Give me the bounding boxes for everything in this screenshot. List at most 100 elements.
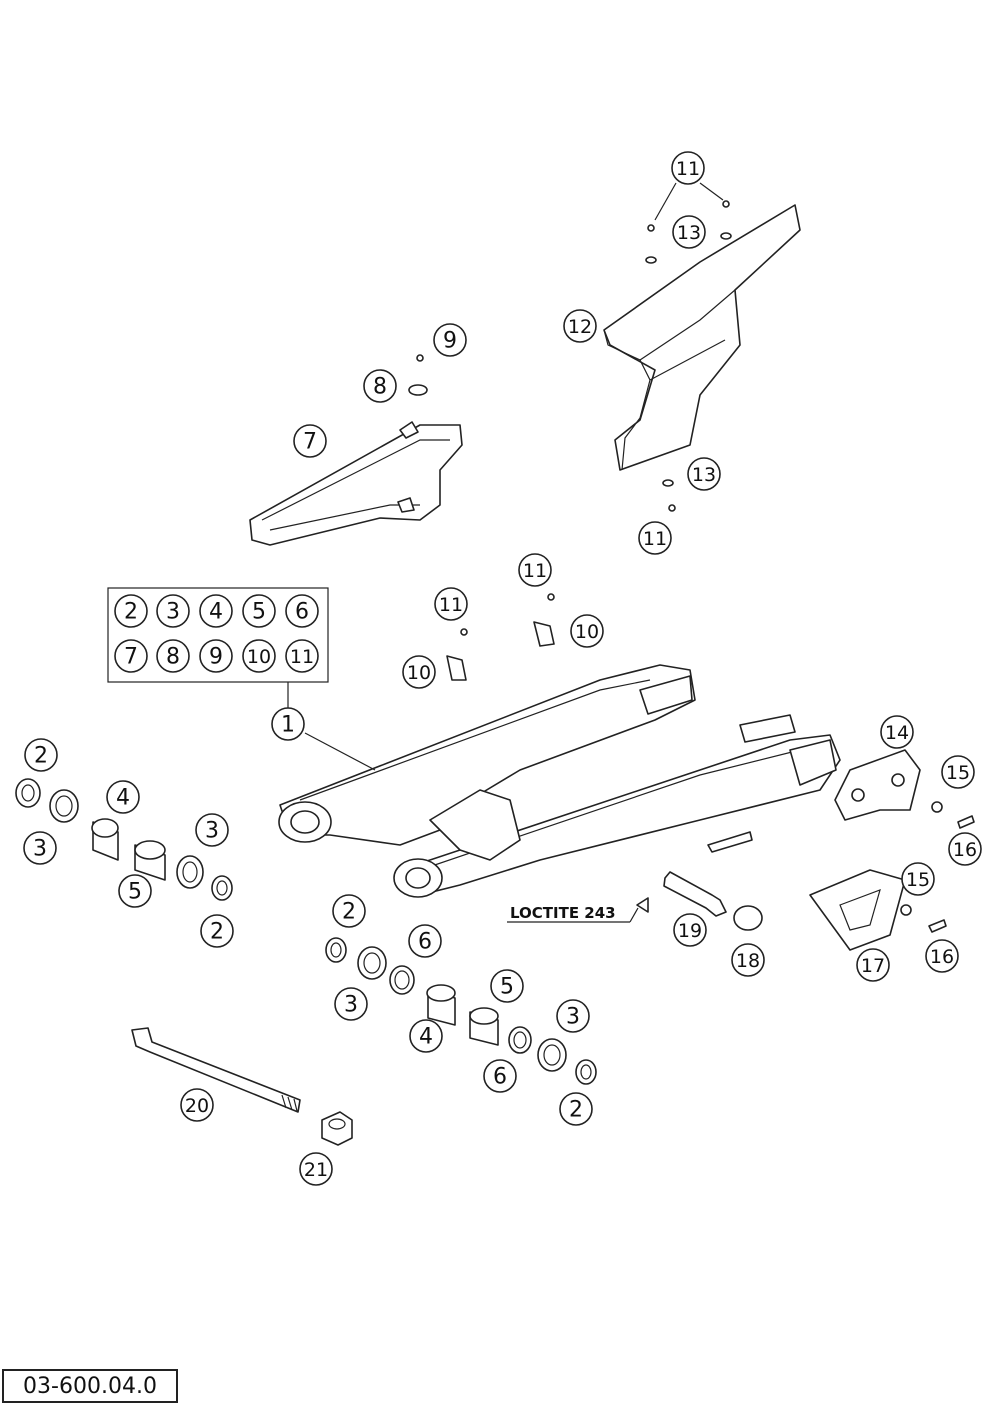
callout-2: 2 xyxy=(200,914,234,948)
kit-callout: 10 xyxy=(242,639,276,673)
svg-text:5: 5 xyxy=(500,975,514,1000)
callout-4: 4 xyxy=(409,1019,443,1053)
svg-text:3: 3 xyxy=(33,837,47,862)
svg-text:2: 2 xyxy=(34,744,48,769)
kit-callout: 6 xyxy=(285,594,319,628)
svg-text:11: 11 xyxy=(676,158,700,180)
svg-text:20: 20 xyxy=(185,1095,209,1117)
callout-6: 6 xyxy=(408,924,442,958)
part-callouts: 1 2 3 4 5 3 2 2 6 3 4 5 6 3 2 7 8 9 11 1… xyxy=(23,151,982,1186)
svg-text:2: 2 xyxy=(124,600,138,625)
svg-text:6: 6 xyxy=(295,600,309,625)
svg-text:18: 18 xyxy=(736,950,760,972)
pivot-shaft xyxy=(131,1027,353,1146)
kit-callout: 8 xyxy=(156,639,190,673)
svg-text:3: 3 xyxy=(566,1005,580,1030)
chain-slider xyxy=(249,421,463,546)
svg-text:1: 1 xyxy=(281,713,295,738)
callout-11: 11 xyxy=(638,521,672,555)
kit-callout: 3 xyxy=(156,594,190,628)
svg-text:6: 6 xyxy=(493,1065,507,1090)
svg-text:4: 4 xyxy=(116,786,130,811)
callout-4: 4 xyxy=(106,780,140,814)
svg-text:11: 11 xyxy=(523,560,547,582)
svg-text:5: 5 xyxy=(128,880,142,905)
callout-18: 18 xyxy=(731,943,765,977)
svg-text:7: 7 xyxy=(124,645,138,670)
kit-callout: 11 xyxy=(285,639,319,673)
svg-text:11: 11 xyxy=(643,528,667,550)
chain-guide xyxy=(809,749,921,951)
svg-text:15: 15 xyxy=(906,869,930,891)
svg-text:12: 12 xyxy=(568,316,592,338)
right-bearing-group xyxy=(325,937,597,1085)
svg-text:8: 8 xyxy=(166,645,180,670)
svg-text:15: 15 xyxy=(946,762,970,784)
callout-11: 11 xyxy=(518,553,552,587)
callout-14: 14 xyxy=(880,715,914,749)
leader-lines xyxy=(304,182,724,923)
svg-text:6: 6 xyxy=(418,930,432,955)
svg-text:7: 7 xyxy=(303,430,317,455)
svg-text:3: 3 xyxy=(166,600,180,625)
svg-text:16: 16 xyxy=(930,946,954,968)
svg-text:14: 14 xyxy=(885,722,909,744)
callout-1: 1 xyxy=(271,707,305,741)
svg-text:10: 10 xyxy=(407,662,431,684)
callout-17: 17 xyxy=(856,948,890,982)
kit-box xyxy=(107,587,329,708)
svg-text:11: 11 xyxy=(439,594,463,616)
svg-text:19: 19 xyxy=(678,920,702,942)
kit-callout: 7 xyxy=(114,639,148,673)
callout-10: 10 xyxy=(402,655,436,689)
svg-text:10: 10 xyxy=(247,646,271,668)
kit-callout: 4 xyxy=(199,594,233,628)
svg-text:9: 9 xyxy=(209,645,223,670)
callout-9: 9 xyxy=(433,323,467,357)
svg-text:5: 5 xyxy=(252,600,266,625)
callout-2: 2 xyxy=(559,1092,593,1126)
svg-text:3: 3 xyxy=(205,819,219,844)
callout-21: 21 xyxy=(299,1152,333,1186)
callout-16: 16 xyxy=(948,832,982,866)
svg-text:9: 9 xyxy=(443,329,457,354)
svg-text:17: 17 xyxy=(861,955,885,977)
svg-text:3: 3 xyxy=(344,993,358,1018)
svg-text:2: 2 xyxy=(210,920,224,945)
kit-callouts: 2 3 4 5 6 7 8 9 10 11 xyxy=(114,594,319,673)
callout-16: 16 xyxy=(925,939,959,973)
svg-text:2: 2 xyxy=(569,1098,583,1123)
svg-text:4: 4 xyxy=(209,600,223,625)
callout-6: 6 xyxy=(483,1059,517,1093)
small-hardware xyxy=(408,200,975,933)
callout-19: 19 xyxy=(673,913,707,947)
callout-15: 15 xyxy=(941,755,975,789)
callout-8: 8 xyxy=(363,369,397,403)
svg-text:8: 8 xyxy=(373,375,387,400)
svg-text:4: 4 xyxy=(419,1025,433,1050)
callout-20: 20 xyxy=(180,1088,214,1122)
svg-text:10: 10 xyxy=(575,621,599,643)
svg-text:2: 2 xyxy=(342,900,356,925)
callout-2: 2 xyxy=(24,738,58,772)
callout-10: 10 xyxy=(570,614,604,648)
diagram-reference-code: 03-600.04.0 xyxy=(2,1369,178,1403)
callout-11: 11 xyxy=(671,151,705,185)
swingarm xyxy=(278,664,841,898)
callout-13: 13 xyxy=(672,215,706,249)
callout-3: 3 xyxy=(23,831,57,865)
svg-text:16: 16 xyxy=(953,839,977,861)
chain-guard xyxy=(603,204,801,471)
callout-11: 11 xyxy=(434,587,468,621)
callout-5: 5 xyxy=(118,874,152,908)
svg-text:13: 13 xyxy=(692,464,716,486)
callout-5: 5 xyxy=(490,969,524,1003)
callout-13: 13 xyxy=(687,457,721,491)
callout-7: 7 xyxy=(293,424,327,458)
kit-callout: 9 xyxy=(199,639,233,673)
kit-callout: 2 xyxy=(114,594,148,628)
callout-3: 3 xyxy=(556,999,590,1033)
callout-2: 2 xyxy=(332,894,366,928)
callout-3: 3 xyxy=(334,987,368,1021)
